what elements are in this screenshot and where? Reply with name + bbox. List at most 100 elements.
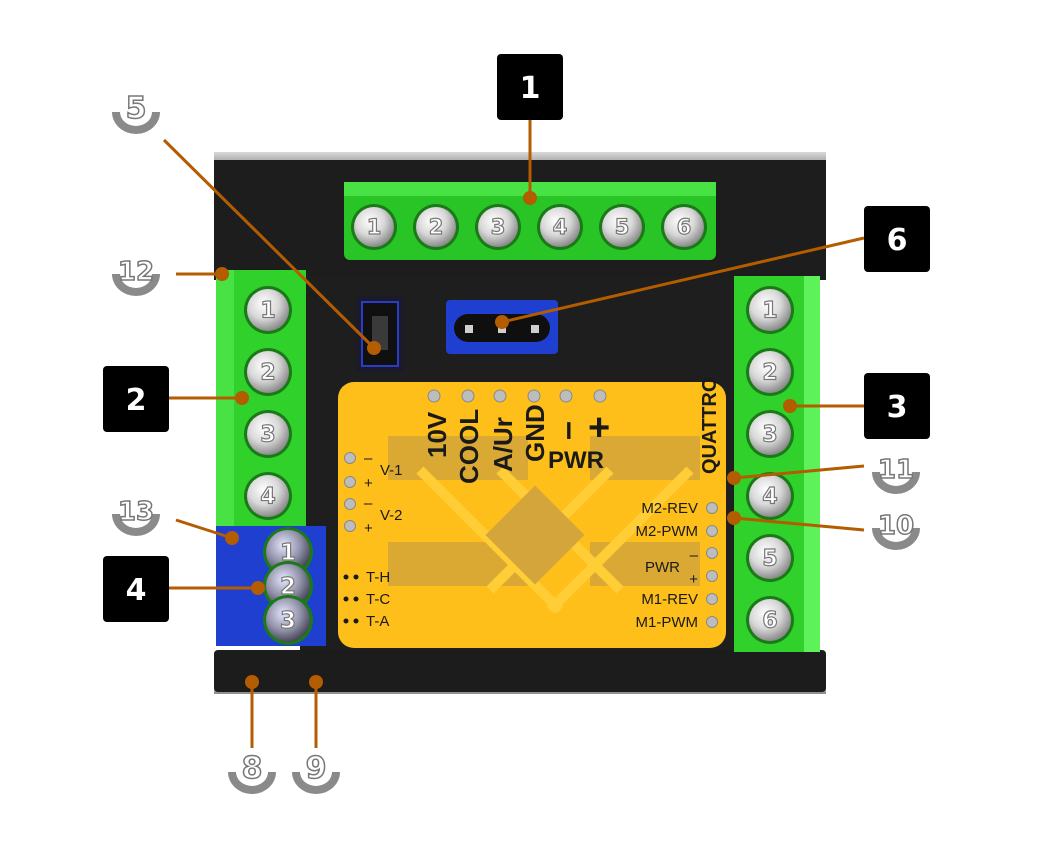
sign-v1-plus: +: [364, 475, 373, 492]
sign-pwr-plus: +: [689, 571, 698, 588]
label-a-ur: A/Ur: [488, 417, 518, 472]
label-m1-pwm: M1-PWM: [636, 614, 699, 631]
label-left-group: – V-1 + – V-2 + T-H T-C T-A: [364, 450, 403, 630]
terminal-right-pin-4-label: 4: [762, 485, 777, 510]
terminal-top-pin-5-label: 5: [615, 215, 630, 239]
label-m2-rev: M2-REV: [641, 500, 698, 517]
label-top-group: 10V COOL A/Ur GND – + PWR QUATTRO: [422, 377, 721, 484]
callout-1: 1: [520, 71, 541, 106]
callout-grey-11-label: 11: [878, 455, 914, 485]
terminal-top-pin-2-head: [416, 207, 456, 247]
callout-grey-5-cup: [112, 112, 160, 134]
left-hole-1: [344, 452, 356, 464]
terminal-top-pin-4-head: [540, 207, 580, 247]
top-hole-6: [593, 389, 607, 403]
terminal-left-pin-1-label: 1: [260, 299, 275, 324]
connector-blue-pin-3-label: 3: [280, 608, 296, 634]
callout-grey-10: 10: [872, 510, 920, 550]
connector-blue-pin-3-head: [266, 598, 310, 642]
terminal-right-pin-1-label: 1: [762, 299, 777, 324]
terminal-top-pin-2-label: 2: [429, 215, 444, 239]
terminal-top-pin-5: 5: [599, 204, 645, 250]
terminal-left-pin-3-head: [247, 413, 289, 455]
callout-3: 3: [887, 390, 908, 425]
callout-6-box: [864, 206, 930, 272]
callout-2-box: [103, 366, 169, 432]
label-plus: +: [588, 407, 610, 449]
terminal-left-pin-1: 1: [244, 286, 292, 334]
top-hole-4: [527, 389, 541, 403]
sign-v2-minus: –: [364, 495, 373, 512]
callout-grey-9: 9: [292, 750, 340, 794]
terminal-left-pin-2-label: 2: [260, 361, 275, 386]
left-dot-a-3: [343, 618, 349, 624]
callout-2: 2: [126, 383, 147, 418]
callout-grey-5-label: 5: [126, 91, 147, 126]
callout-grey-8: 8: [228, 750, 276, 794]
callout-grey-12-cup: [112, 274, 160, 296]
top-hole-2: [461, 389, 475, 403]
callouts-black: 1 2 3 4 6: [103, 54, 930, 622]
terminal-left-pin-4: 4: [244, 472, 292, 520]
terminal-right-pin-3-head: [749, 413, 791, 455]
left-hole-3: [344, 498, 356, 510]
terminal-left-pin-4-head: [247, 475, 289, 517]
right-hole-2: [706, 525, 718, 537]
connector-blue-pin-1-head: [266, 530, 310, 574]
right-hole-1: [706, 502, 718, 514]
left-dot-a-2: [343, 596, 349, 602]
top-hole-3: [493, 389, 507, 403]
terminal-right-pins: 1 2 3 4 5 6: [746, 286, 794, 644]
connector-blue-pins: 1 2 3: [263, 527, 313, 645]
callout-grey-12-label: 12: [118, 257, 154, 287]
top-hole-5: [559, 389, 573, 403]
terminal-top-pin-1-head: [354, 207, 394, 247]
sign-pwr-minus: –: [690, 547, 699, 564]
terminal-top-pin-4: 4: [537, 204, 583, 250]
label-t-h: T-H: [366, 569, 390, 586]
label-v2: V-2: [380, 507, 403, 524]
terminal-right-pin-2-head: [749, 351, 791, 393]
right-hole-3: [706, 547, 718, 559]
callout-grey-10-cup: [872, 528, 920, 550]
callout-grey-10-label: 10: [878, 511, 914, 541]
terminal-top-pin-3: 3: [475, 204, 521, 250]
terminal-right-pin-4: 4: [746, 472, 794, 520]
left-dot-b-2: [353, 596, 359, 602]
callout-grey-11-cup: [872, 472, 920, 494]
label-right-group: M2-REV M2-PWM PWR – + M1-REV M1-PWM: [636, 500, 699, 631]
terminal-left-pin-3: 3: [244, 410, 292, 458]
callout-grey-13: 13: [112, 496, 160, 536]
sign-v2-plus: +: [364, 520, 373, 537]
left-hole-4: [344, 520, 356, 532]
terminal-right-pin-6-head: [749, 599, 791, 641]
callout-6: 6: [887, 223, 908, 258]
terminal-top-pin-1: 1: [351, 204, 397, 250]
terminal-right-pin-2: 2: [746, 348, 794, 396]
terminal-right-pin-6-label: 6: [762, 609, 777, 634]
connector-blue-pin-3: 3: [263, 595, 313, 645]
connector-blue-pin-1-label: 1: [280, 540, 296, 566]
label-pwr: PWR: [548, 447, 604, 474]
leader-dots: [215, 191, 797, 689]
terminal-left-pin-2: 2: [244, 348, 292, 396]
connector-blue-pin-2-head: [266, 564, 310, 608]
terminal-right-pin-2-label: 2: [762, 361, 777, 386]
left-dot-a-1: [343, 574, 349, 580]
label-m1-rev: M1-REV: [641, 591, 698, 608]
right-hole-6: [706, 616, 718, 628]
top-hole-1: [427, 389, 441, 403]
connector-blue-pin-2-label: 2: [280, 574, 296, 600]
terminal-right-pin-6: 6: [746, 596, 794, 644]
callout-grey-11: 11: [872, 454, 920, 494]
callout-grey-8-cup: [228, 772, 276, 794]
terminal-right-pin-5-head: [749, 537, 791, 579]
callout-grey-9-label: 9: [306, 751, 327, 786]
terminal-top-pin-2: 2: [413, 204, 459, 250]
terminal-right-pin-5: 5: [746, 534, 794, 582]
terminal-right-pin-3: 3: [746, 410, 794, 458]
label-gnd: GND: [520, 404, 550, 462]
label-t-a: T-A: [366, 613, 389, 630]
terminal-top-pin-3-label: 3: [491, 215, 506, 239]
